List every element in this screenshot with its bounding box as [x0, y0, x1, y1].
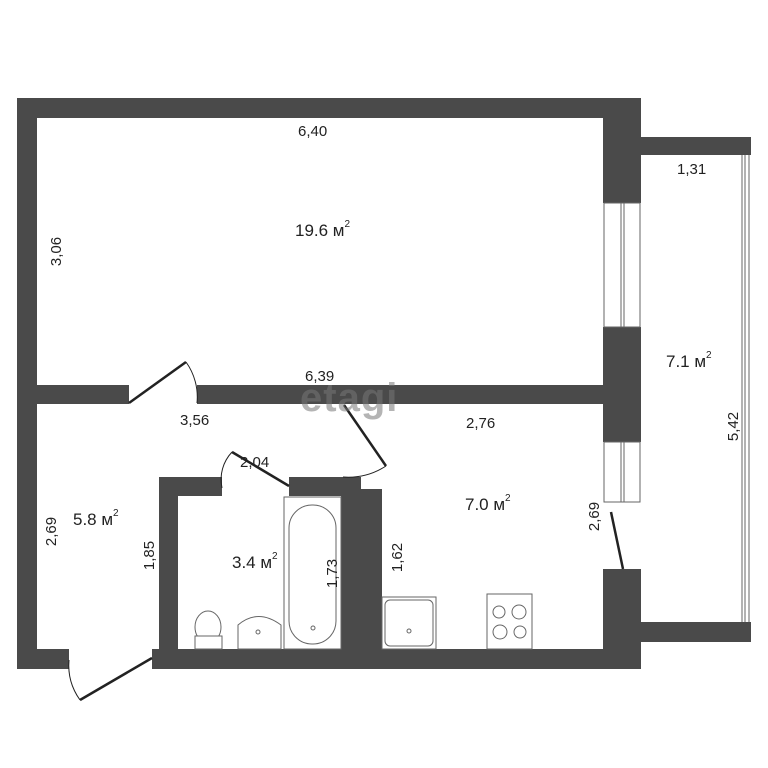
dim-balcony-right: 5,42 [725, 411, 743, 442]
window-living [603, 202, 641, 328]
balcony-glazing [741, 155, 750, 622]
watermark: etagi [300, 376, 399, 420]
stove-icon [486, 593, 533, 650]
dim-living-top: 6,40 [298, 123, 328, 140]
kitchen-area: 7.0 м2 [465, 493, 511, 514]
sink-icon [237, 616, 282, 650]
bathtub-icon [283, 496, 342, 650]
dim-bath-left: 1,85 [141, 540, 159, 571]
balcony-area: 7.1 м2 [666, 350, 712, 371]
dim-hall-left: 2,69 [43, 516, 61, 547]
dim-kitchen-top: 2,76 [466, 415, 496, 432]
dim-living-bottom: 6,39 [305, 368, 335, 385]
bathroom-area: 3.4 м2 [232, 551, 278, 572]
dim-kitchen-left: 1,62 [389, 542, 407, 573]
dim-balcony-top: 1,31 [677, 161, 707, 178]
kitchen-sink-icon [381, 596, 437, 650]
dim-living-left: 3,06 [48, 236, 66, 267]
dim-kitchen-right: 2,69 [586, 501, 604, 532]
living-room-area: 19.6 м2 [295, 219, 351, 240]
dim-hall-top: 3,56 [180, 412, 210, 429]
toilet-icon [194, 610, 223, 650]
window-kitchen [603, 441, 641, 503]
doors [68, 360, 625, 702]
dim-bath-top: 2,04 [240, 454, 270, 471]
dim-bath-tub: 1,73 [324, 558, 342, 589]
walls [17, 98, 751, 669]
hallway-area: 5.8 м2 [73, 508, 119, 529]
